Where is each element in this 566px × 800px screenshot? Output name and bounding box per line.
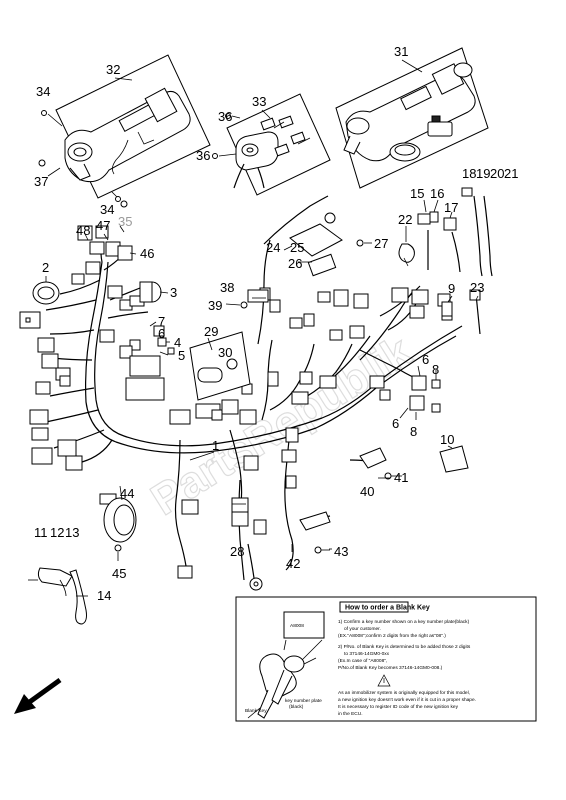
front-direction-arrow-icon	[14, 677, 62, 714]
callout-34-a: 34	[36, 84, 50, 99]
clamps-and-ties	[398, 187, 493, 335]
callout-36-b: 36	[196, 148, 210, 163]
panel-left-handlebar-switch	[38, 54, 211, 199]
blank-key-step1-line3: (EX."A8008";confirm 2 digits from the ri…	[338, 633, 446, 639]
callout-1: 1	[212, 438, 219, 453]
callout-40: 40	[360, 484, 374, 499]
callout-39: 39	[208, 298, 222, 313]
callout-28: 28	[230, 544, 244, 559]
key-plate-label: key number plate	[285, 698, 322, 704]
callout-36-a: 36	[218, 109, 232, 124]
part-38-sensor	[225, 289, 269, 309]
callout-42: 42	[286, 556, 300, 571]
callout-22: 22	[398, 212, 412, 227]
callout-25: 25	[290, 240, 304, 255]
callout-10: 10	[440, 432, 454, 447]
callout-11: 11	[34, 525, 48, 540]
callout-4: 4	[174, 335, 181, 350]
blank-key-warning-line1: As an immobilizer system is originally e…	[338, 690, 470, 696]
callout-5: 5	[178, 348, 185, 363]
callout-19: 19	[476, 166, 490, 181]
blank-key-step1-line2: of your customer.	[344, 626, 381, 632]
part-44-horn	[103, 497, 137, 552]
part-40-41-bracket	[359, 447, 402, 480]
blank-key-box-title: How to order a Blank Key	[345, 605, 430, 612]
callout-48: 48	[76, 223, 90, 238]
callout-labels: 1 2 3 4 5 6 6 6 7 8 8 9 10 11 12 13 14 1…	[34, 44, 518, 603]
callout-43: 43	[334, 544, 348, 559]
blank-key-warning-line4: in the ECU.	[338, 711, 363, 717]
callout-23: 23	[470, 280, 484, 295]
parts-11-14-clamp	[37, 567, 87, 625]
callout-32: 32	[106, 62, 120, 77]
callout-37: 37	[34, 174, 48, 189]
callout-33: 33	[252, 94, 266, 109]
blank-key-label: Blank Key	[245, 708, 267, 714]
callout-2: 2	[42, 260, 49, 275]
callout-6-c: 6	[392, 416, 399, 431]
callout-7: 7	[158, 314, 165, 329]
callout-47: 47	[96, 218, 110, 233]
ignition-keys	[260, 115, 311, 157]
callout-30: 30	[218, 345, 232, 360]
key-plate-number: A8008	[290, 623, 304, 629]
callout-14: 14	[97, 588, 111, 603]
key-illustration	[247, 653, 317, 719]
callout-46: 46	[140, 246, 154, 261]
panel-ignition-switch	[212, 93, 331, 196]
callout-6-b: 6	[422, 352, 429, 367]
ecu-bracket-parts	[289, 212, 372, 277]
ignition-switch-unit	[233, 115, 311, 189]
right-switch-housing	[343, 62, 476, 162]
part-28-ground-terminal	[247, 543, 263, 591]
callout-29: 29	[204, 324, 218, 339]
callout-45: 45	[112, 566, 126, 581]
blank-key-step2-line3: (Ex.In case of "A8008",	[338, 658, 387, 664]
callout-20: 20	[490, 166, 504, 181]
blank-key-info-box: How to order a Blank Key 1) Confirm a ke…	[235, 596, 537, 722]
key-plate-label-black: (black)	[289, 704, 304, 710]
callout-35: 35	[118, 214, 132, 229]
part-29-30-relay	[189, 331, 251, 401]
callout-41: 41	[394, 470, 408, 485]
callout-8-a: 8	[432, 362, 439, 377]
callout-26: 26	[288, 256, 302, 271]
callout-21: 21	[504, 166, 518, 181]
callout-13: 13	[65, 525, 79, 540]
callout-12: 12	[50, 525, 64, 540]
callout-44: 44	[120, 486, 134, 501]
blank-key-warning-line3: It is necessary to register ID code of t…	[338, 704, 459, 710]
caution-triangle-icon	[377, 674, 391, 687]
callout-31: 31	[394, 44, 408, 59]
part-10-pad	[439, 445, 469, 473]
callout-27: 27	[374, 236, 388, 251]
callout-38: 38	[220, 280, 234, 295]
callout-6-a: 6	[158, 326, 165, 341]
part-2-round-connector	[32, 281, 60, 305]
callout-8-b: 8	[410, 424, 417, 439]
part-3-cylinder	[139, 281, 162, 303]
screw-34-35	[111, 191, 128, 208]
callout-17: 17	[444, 200, 458, 215]
callout-24: 24	[266, 240, 280, 255]
callout-leaders	[28, 199, 479, 597]
callout-16: 16	[430, 186, 444, 201]
callout-34-b: 34	[100, 202, 114, 217]
part-42-43-ground	[299, 511, 331, 554]
callout-3: 3	[170, 285, 177, 300]
blank-key-step1-line1: 1) Confirm a key number shown on a key n…	[338, 619, 470, 625]
blank-key-step2-line1: 2) P/No. of Blank Key is determined to b…	[338, 644, 471, 650]
callout-18: 18	[462, 166, 476, 181]
blank-key-step2-line2: to 37146-14GM0-0xx	[344, 651, 390, 657]
blank-key-warning-line2: a new ignition key doesn't work even if …	[338, 697, 476, 703]
key-number-plate: A8008	[283, 611, 325, 661]
callout-9: 9	[448, 281, 455, 296]
left-switch-housing	[64, 87, 191, 183]
harness-connectors	[19, 225, 453, 579]
blank-key-step2-line4: P/No.of Blank Key becomes 37146-14GM0-00…	[338, 665, 443, 671]
callout-15: 15	[410, 186, 424, 201]
panel-right-handlebar-switch	[335, 47, 489, 189]
